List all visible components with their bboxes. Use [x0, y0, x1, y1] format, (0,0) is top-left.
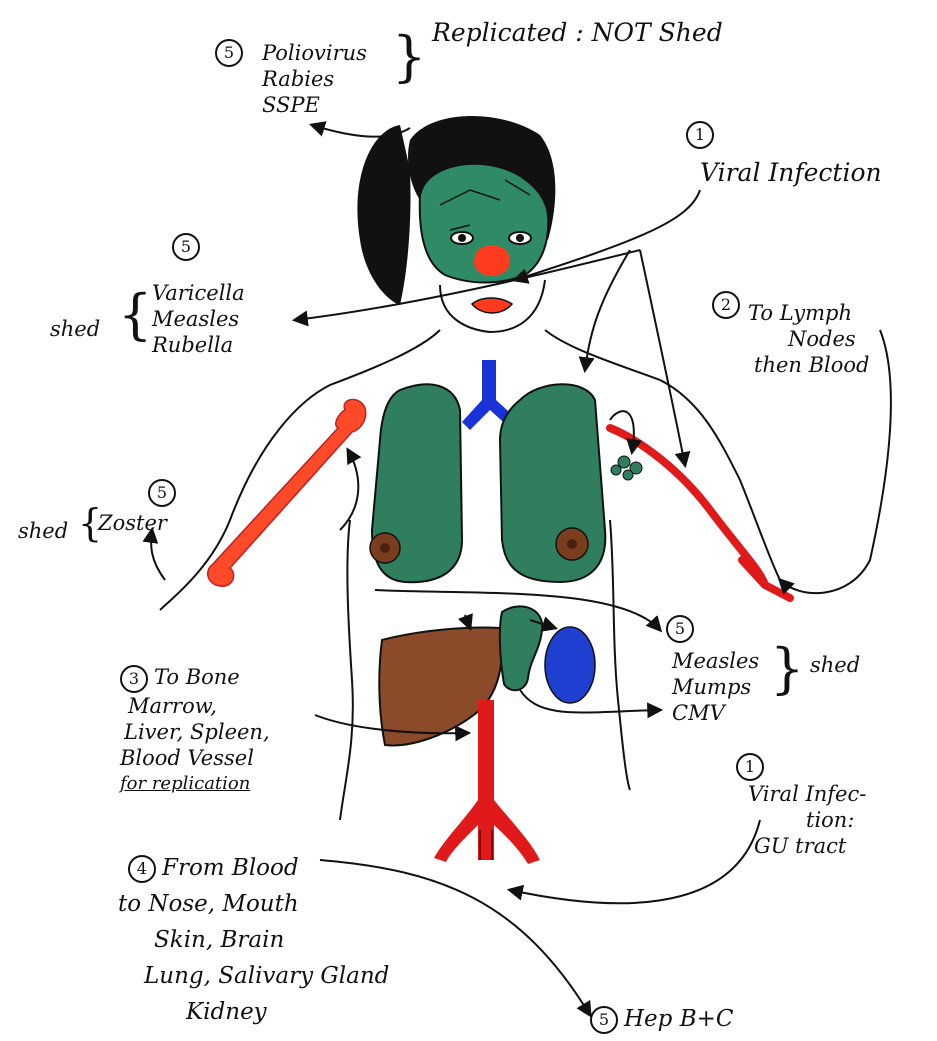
arm-vessel	[610, 428, 790, 598]
label-step5-face-num: 5	[172, 232, 206, 261]
label-step5-zoster-num: 5	[148, 478, 182, 507]
label-step5-top-list: Poliovirus Rabies SSPE	[262, 40, 367, 118]
spleen	[545, 627, 595, 703]
virus-sspe: SSPE	[262, 92, 367, 118]
label-viral-infection: Viral Infection	[700, 158, 882, 188]
label-step5-abdomen-list: Measles Mumps CMV	[672, 648, 759, 726]
label-step2-list: To Lymph Nodes then Blood	[748, 300, 869, 378]
humerus-bone	[208, 400, 366, 587]
brace-icon: }	[392, 30, 426, 84]
label-for-replication: for replication	[120, 771, 270, 797]
label-step2-num: 2	[712, 290, 746, 319]
label-shed-abdomen: shed	[810, 652, 860, 678]
label-shed-zoster: shed	[18, 518, 68, 544]
head	[357, 116, 555, 332]
label-shed-face: shed	[50, 316, 100, 342]
mouth	[472, 298, 512, 313]
label-step5-face-list: Varicella Measles Rubella	[152, 280, 245, 358]
virus-rabies: Rabies	[262, 66, 367, 92]
label-hep-bc: Hep B+C	[624, 1006, 733, 1032]
label-step5-abdomen-num: 5	[666, 614, 700, 643]
label-step1-resp: 1	[686, 120, 720, 149]
nose	[474, 246, 510, 277]
label-step1-gu: 1 Viral Infec- tion: GU tract	[736, 752, 866, 859]
ponytail	[357, 125, 410, 305]
brace-icon: {	[118, 288, 152, 342]
stomach	[500, 606, 542, 690]
brace-icon: }	[770, 642, 804, 696]
step-number: 5	[215, 39, 243, 67]
label-step5-top: 5	[215, 38, 249, 67]
virus-poliovirus: Poliovirus	[262, 40, 367, 66]
label-zoster: Zoster	[98, 510, 167, 536]
label-replicated-not-shed: Replicated : NOT Shed	[432, 18, 723, 48]
right-lung	[500, 384, 605, 582]
lymph-nodes	[611, 456, 642, 480]
